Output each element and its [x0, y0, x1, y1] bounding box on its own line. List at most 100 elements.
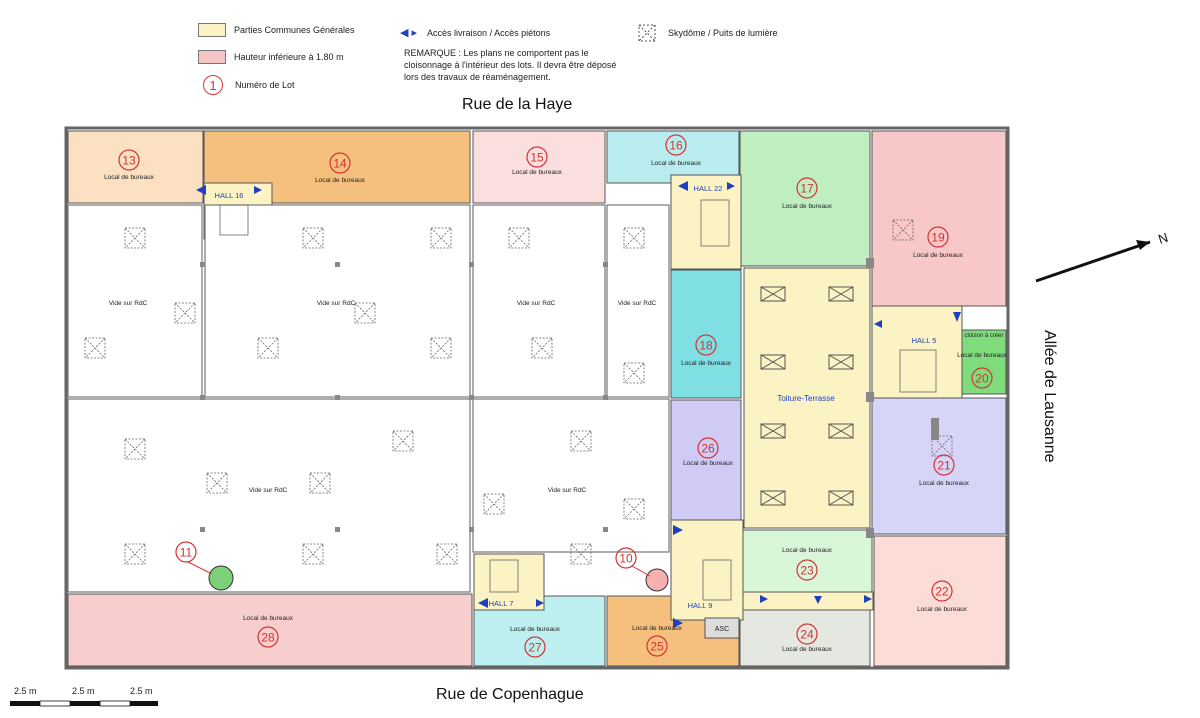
lot-label-13: Local de bureaux: [104, 174, 155, 181]
void-area-4: [606, 204, 670, 398]
void-area-5: [67, 398, 471, 593]
void-label-4: Vide sur RdC: [249, 487, 288, 494]
lot-circle-13: [118, 149, 140, 171]
void-label-0: Vide sur RdC: [109, 300, 148, 307]
lot-circle-25: [646, 635, 668, 657]
void-label-5: Vide sur RdC: [548, 487, 587, 494]
lot-16-area: [606, 130, 740, 184]
roof-label: Toiture-Terrasse: [777, 394, 835, 403]
lot-number-17: 17: [800, 182, 814, 196]
lot-number-19: 19: [931, 231, 945, 245]
legend-common-label: Parties Communes Générales: [234, 25, 355, 35]
street-south: Rue de Copenhague: [436, 686, 584, 703]
lot-label-21: Local de bureaux: [919, 480, 970, 487]
stairs: [219, 199, 937, 601]
lot-circle-18: [695, 334, 717, 356]
lot-circle-24: [796, 623, 818, 645]
lot-11-leader: [187, 561, 213, 575]
hall-label-1: HALL 22: [694, 184, 723, 193]
lot-circle-17: [796, 177, 818, 199]
void-area-3: [472, 204, 606, 398]
access-arrows: [196, 181, 961, 628]
hall-label-4: HALL 9: [688, 601, 713, 610]
legend-access: ◀ ▸ Accès livraison / Accès piétons: [400, 26, 550, 39]
spiral-stair-10: [645, 568, 669, 592]
legend-common: Parties Communes Générales: [198, 23, 355, 37]
lot-number-10: 10: [619, 552, 633, 566]
hall-5-area: [871, 305, 963, 399]
lot-circle-26: [697, 437, 719, 459]
lot-28-area: [67, 593, 473, 667]
lot-number-26: 26: [701, 442, 715, 456]
lot-number-13: 13: [122, 154, 136, 168]
lot-circle-21: [933, 454, 955, 476]
lot-circle-28: [257, 626, 279, 648]
roof-skylights: [760, 286, 854, 506]
scale-label-2: 2.5 m: [72, 686, 95, 696]
void-label-1: Vide sur RdC: [317, 300, 356, 307]
void-labels: Vide sur RdC Vide sur RdC Vide sur RdC Vide…: [109, 300, 657, 494]
spiral-stair-11: [208, 565, 234, 591]
north-arrow-head-icon: [1136, 240, 1150, 250]
north-arrow-icon: [1035, 240, 1151, 283]
lot-label-18: Local de bureaux: [681, 360, 732, 367]
lot-label-14: Local de bureaux: [315, 177, 366, 184]
lot-label-24: Local de bureaux: [782, 646, 833, 653]
lot-circle-14: [329, 152, 351, 174]
void-area-1: [67, 204, 203, 398]
lot-label-22: Local de bureaux: [917, 606, 968, 613]
access-arrow-icon: ◀ ▸: [400, 27, 418, 39]
asc-label: ASC: [715, 626, 729, 633]
scale-label-3: 2.5 m: [130, 686, 153, 696]
lot-number-symbol: 1: [203, 75, 223, 95]
void-area-6: [472, 398, 670, 553]
lot-17-area: [739, 130, 871, 267]
lot-label-28: Local de bureaux: [243, 615, 294, 622]
lot-label-25: Local de bureaux: [632, 625, 683, 632]
lot-number-18: 18: [699, 339, 713, 353]
lot-label-17: Local de bureaux: [782, 203, 833, 210]
skylight-icon: [638, 24, 656, 42]
hall-label-0: HALL 16: [215, 191, 244, 200]
legend-lot-number: 1 Numéro de Lot: [203, 75, 295, 95]
lot-label-27: Local de bureaux: [510, 626, 561, 633]
lot-24-area: [739, 609, 871, 667]
void-label-2: Vide sur RdC: [517, 300, 556, 307]
lot-number-14: 14: [333, 157, 347, 171]
lot-19-area: [871, 130, 1007, 307]
lot-number-22: 22: [935, 585, 949, 599]
lot-number-28: 28: [261, 631, 275, 645]
columns: [200, 258, 939, 538]
lot-circle-11: [175, 541, 197, 563]
lot-label-20: Local de bureaux: [957, 352, 1008, 359]
lot-number-11: 11: [180, 546, 193, 560]
lot-number-23: 23: [800, 564, 814, 578]
legend-access-label: Accès livraison / Accès piétons: [427, 27, 551, 38]
scale-label-1: 2.5 m: [14, 686, 37, 696]
legend-height: Hauteur inférieure à 1.80 m: [198, 50, 344, 64]
lot-label-19: Local de bureaux: [913, 252, 964, 259]
lot-number-21: 21: [937, 459, 951, 473]
lot-label-26: Local de bureaux: [683, 460, 734, 467]
lot-circle-22: [931, 580, 953, 602]
lot-number-24: 24: [800, 628, 814, 642]
legend-skylight: Skydôme / Puits de lumière: [638, 24, 778, 42]
street-north: Rue de la Haye: [462, 96, 573, 113]
north-label: N: [1156, 230, 1170, 247]
legend-skylight-label: Skydôme / Puits de lumière: [668, 28, 778, 38]
lot-number-27: 27: [528, 641, 542, 655]
lot-circle-27: [524, 636, 546, 658]
lot-label-16: Local de bureaux: [651, 160, 702, 167]
lot-label-23: Local de bureaux: [782, 547, 833, 554]
lot-circle-10: [615, 547, 637, 569]
elevator-area: [704, 617, 740, 639]
lot-circle-19: [927, 226, 949, 248]
roof-terrace-area: [743, 267, 871, 529]
lot-circle-23: [796, 559, 818, 581]
lot-20-area: [961, 329, 1007, 395]
hall-label-3: HALL 7: [489, 599, 514, 608]
